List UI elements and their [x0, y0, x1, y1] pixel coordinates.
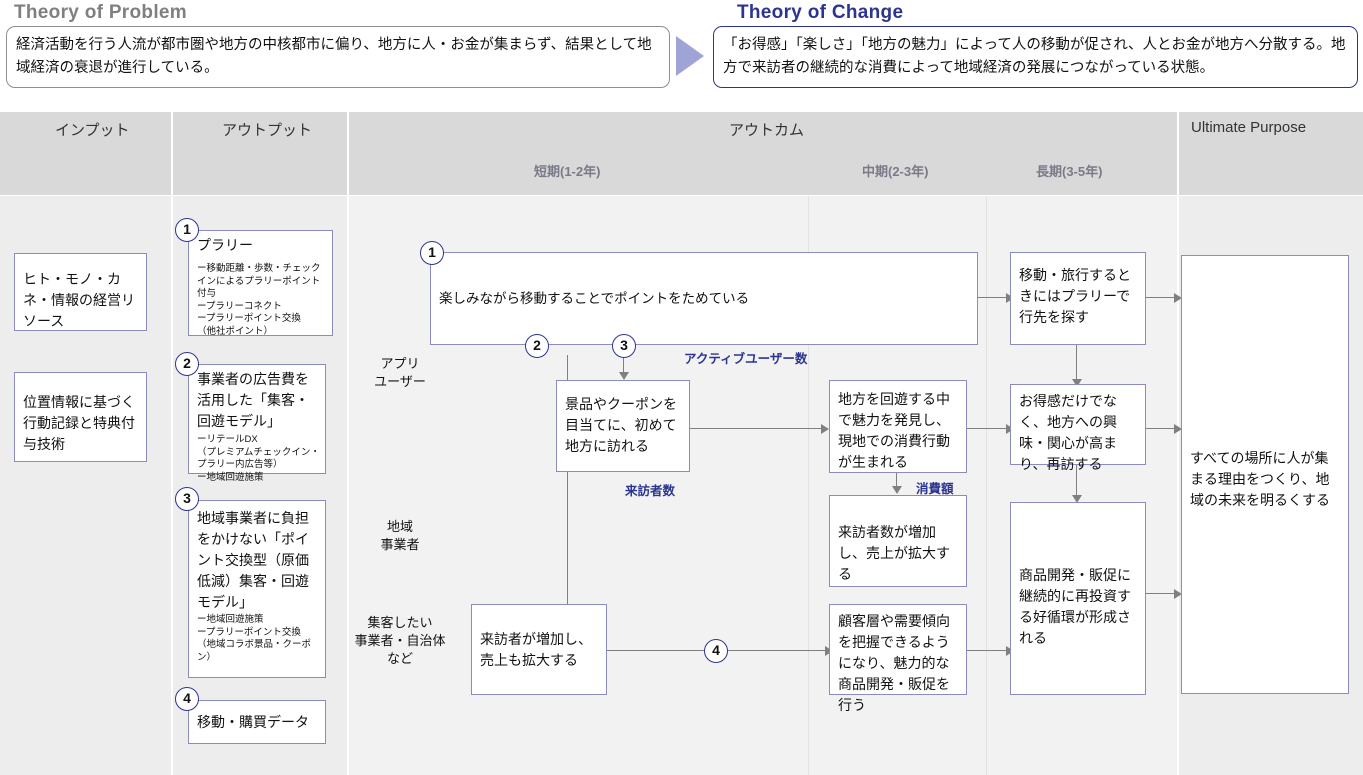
header-sublabel-long-term: 長期(3-5年): [1036, 164, 1103, 179]
theory-of-change-box: 「お得感」「楽しさ」「地方の魅力」によって人の移動が促され、人とお金が地方へ分散…: [713, 26, 1358, 88]
outcome-subdivider-short-mid: [808, 196, 809, 775]
header-label-outcome: アウトカム: [729, 122, 805, 139]
header-label-ultimate-purpose: Ultimate Purpose: [1191, 119, 1307, 136]
outcome-box-reinvest-cycle-text: 商品開発・販促に継続的に再投資する好循環が形成される: [1019, 567, 1131, 646]
output-box-1-detail: ー移動距離・歩数・チェックインによるプラリーポイント付与 ープラリーコネクト ー…: [197, 263, 321, 337]
outcome-box-discovery-spend-text: 地方を回遊する中で魅力を発見し、現地での消費行動が生まれる: [838, 391, 950, 470]
outcome-badge-1: 1: [420, 241, 444, 265]
outcome-badge-3: 3: [612, 334, 636, 358]
connector-coupon-to-discovery: [690, 428, 825, 430]
connector-search-revisit-arrowhead: [1072, 379, 1082, 387]
kpi-label-active-users: アクティブユーザー数: [684, 352, 808, 366]
connector-purpose-arrowhead-1: [1174, 293, 1182, 303]
connector-reinvest-to-purpose: [1146, 593, 1178, 595]
output-box-2-title: 事業者の広告費を活用した「集客・回遊モデル」: [197, 371, 309, 429]
actor-label-attract-business: 集客したい 事業者・自治体 など: [354, 615, 446, 666]
input-box-2: 位置情報に基づく行動記録と特典付与技術: [14, 372, 147, 462]
connector-discovery-to-revisit: [967, 428, 1010, 430]
output-box-3: 地域事業者に負担をかけない「ポイント交換型（原価低減）集客・回遊モデル」 ー地域…: [188, 500, 326, 678]
ultimate-purpose-text: すべての場所に人が集まる理由をつくり、地域の未来を明るくする: [1190, 450, 1330, 508]
outcome-box-visitor-sales: 来訪者数が増加し、売上が拡大する: [829, 495, 967, 587]
outcome-box-coupon-visit: 景品やクーポンを目当てに、初めて地方に訪れる: [556, 380, 690, 472]
kpi-label-visitors: 来訪者数: [625, 484, 676, 498]
outcome-box-coupon-visit-text: 景品やクーポンを目当てに、初めて地方に訪れる: [565, 396, 677, 454]
header-divider-1: [171, 112, 173, 195]
header-label-input: インプット: [55, 122, 130, 139]
outcome-box-search-with-plarry-text: 移動・旅行するときにはプラリーで行先を探す: [1019, 267, 1131, 325]
actor-label-app-user: アプリ ユーザー: [374, 356, 426, 389]
outcome-box-app-user-points: 楽しみながら移動することでポイントをためている: [430, 252, 978, 345]
outcome-box-biz-visitors: 来訪者が増加し、売上も拡大する: [471, 604, 607, 695]
theory-of-change-title: Theory of Change: [737, 2, 904, 23]
column-header-band: [0, 112, 1363, 195]
theory-of-problem-box: 経済活動を行う人流が都市圏や地方の中核都市に偏り、地方に人・お金が集まらず、結果…: [6, 26, 670, 88]
output-badge-4: 4: [175, 687, 199, 711]
output-box-1: プラリー ー移動距離・歩数・チェックインによるプラリーポイント付与 ープラリーコ…: [188, 230, 333, 337]
connector-3-to-coupon-box: [623, 355, 625, 376]
column-divider-1: [171, 196, 172, 775]
connector-revisit-to-purpose: [1146, 428, 1178, 430]
outcome-box-reinvest-cycle: 商品開発・販促に継続的に再投資する好循環が形成される: [1010, 502, 1146, 695]
output-badge-3: 3: [175, 487, 199, 511]
outcome-badge-4: 4: [704, 639, 728, 663]
connector-3-arrowhead: [619, 372, 629, 380]
outcome-subdivider-mid-long: [986, 196, 987, 775]
input-box-2-text: 位置情報に基づく行動記録と特典付与技術: [23, 394, 135, 452]
outcome-box-revisit-text: お得感だけでなく、地方への興味・関心が高まり、再訪する: [1019, 393, 1117, 472]
connector-discovery-arrowhead: [892, 486, 902, 494]
outcome-box-discovery-spend: 地方を回遊する中で魅力を発見し、現地での消費行動が生まれる: [829, 380, 967, 473]
outcome-box-visitor-sales-text: 来訪者数が増加し、売上が拡大する: [838, 524, 950, 582]
theory-of-problem-text: 経済活動を行う人流が都市圏や地方の中核都市に偏り、地方に人・お金が集まらず、結果…: [16, 37, 652, 76]
output-box-1-title: プラリー: [197, 237, 253, 253]
outcome-box-app-user-points-text: 楽しみながら移動することでポイントをためている: [439, 291, 750, 306]
connector-search-to-purpose: [1146, 297, 1178, 299]
connector-coupon-arrowhead: [821, 424, 829, 434]
header-label-output: アウトプット: [222, 122, 313, 139]
theory-of-problem-title: Theory of Problem: [14, 2, 187, 23]
outcome-box-biz-insight-text: 顧客層や需要傾向を把握できるようになり、魅力的な商品開発・販促を行う: [838, 613, 950, 713]
header-divider-2: [347, 112, 349, 195]
input-box-1-text: ヒト・モノ・カネ・情報の経営リソース: [23, 271, 135, 329]
output-box-3-title: 地域事業者に負担をかけない「ポイント交換型（原価低減）集客・回遊モデル」: [197, 510, 309, 610]
header-sublabel-mid-term: 中期(2-3年): [862, 164, 929, 179]
output-box-2-detail: ーリテールDX （プレミアムチェックイン・プラリー内広告等） ー地域回遊施策: [197, 434, 320, 483]
theory-of-change-text: 「お得感」「楽しさ」「地方の魅力」によって人の移動が促され、人とお金が地方へ分散…: [723, 37, 1346, 76]
outcome-box-search-with-plarry: 移動・旅行するときにはプラリーで行先を探す: [1010, 252, 1146, 345]
outcome-box-biz-visitors-text: 来訪者が増加し、売上も拡大する: [480, 631, 592, 668]
connector-revisit-reinvest-arrowhead: [1072, 495, 1082, 503]
connector-insight-to-reinvest: [967, 650, 1010, 652]
kpi-label-spend: 消費額: [916, 482, 954, 496]
output-badge-1: 1: [175, 218, 199, 242]
output-badge-2: 2: [175, 352, 199, 376]
connector-discovery-to-sales: [896, 468, 898, 490]
column-divider-2: [347, 196, 348, 775]
actor-label-local-business: 地域 事業者: [380, 519, 420, 552]
connector-2-to-visitors-box: [567, 355, 569, 608]
connector-wide-to-search: [978, 297, 1010, 299]
output-box-2: 事業者の広告費を活用した「集客・回遊モデル」 ーリテールDX （プレミアムチェッ…: [188, 364, 326, 483]
outcome-box-revisit: お得感だけでなく、地方への興味・関心が高まり、再訪する: [1010, 384, 1146, 472]
connector-purpose-arrowhead-3: [1174, 589, 1182, 599]
arrow-right-icon: [676, 36, 704, 76]
connector-search-to-revisit: [1076, 345, 1078, 383]
header-sublabel-short-term: 短期(1-2年): [534, 164, 601, 179]
outcome-badge-2: 2: [525, 334, 549, 358]
output-box-3-detail: ー地域回遊施策 ープラリーポイント交換 （地域コラボ景品・クーポン）: [197, 614, 312, 663]
ultimate-purpose-box: すべての場所に人が集まる理由をつくり、地域の未来を明るくする: [1181, 255, 1349, 694]
outcome-box-biz-insight: 顧客層や需要傾向を把握できるようになり、魅力的な商品開発・販促を行う: [829, 604, 967, 713]
column-divider-3: [1177, 196, 1178, 775]
input-box-1: ヒト・モノ・カネ・情報の経営リソース: [14, 253, 147, 331]
connector-revisit-to-reinvest: [1076, 465, 1078, 499]
output-box-4-title: 移動・購買データ: [197, 714, 309, 730]
header-divider-3: [1177, 112, 1179, 195]
connector-purpose-arrowhead-2: [1174, 424, 1182, 434]
output-box-4: 移動・購買データ: [188, 700, 326, 744]
